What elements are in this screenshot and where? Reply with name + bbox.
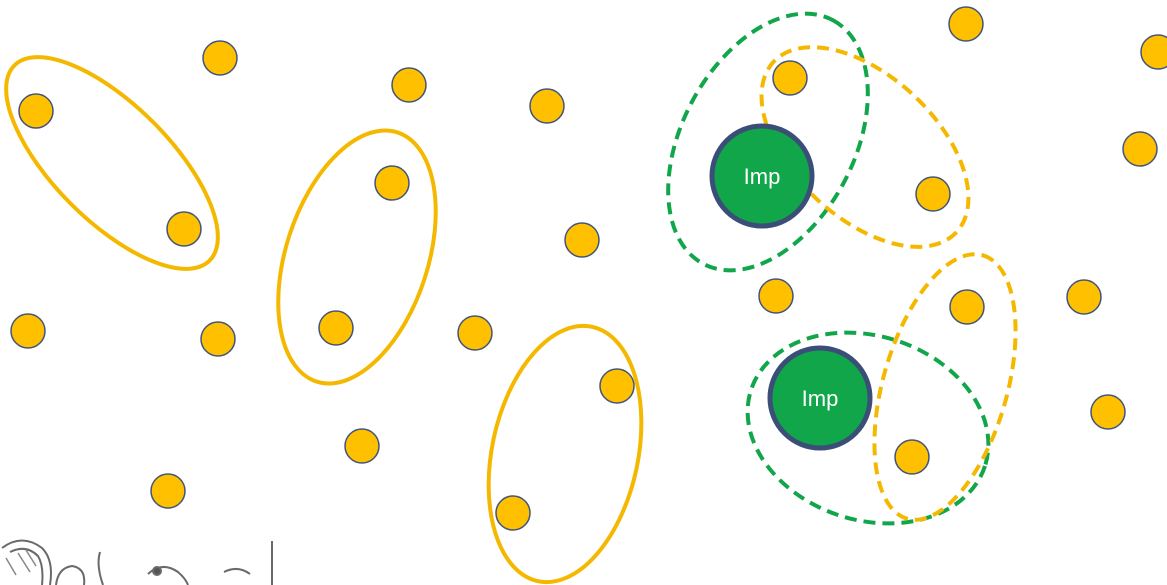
particle (529, 88, 565, 124)
particle (599, 368, 635, 404)
particle (1090, 394, 1126, 430)
particle (202, 40, 238, 76)
solid-pair-ellipse (486, 323, 644, 585)
particle (10, 313, 46, 349)
impurity-halo (745, 330, 991, 526)
impurity-group: Imp Imp (709, 123, 873, 451)
solid-pair-group (4, 55, 644, 585)
particle (1140, 34, 1167, 70)
impurity-node: Imp (709, 123, 815, 229)
particle (772, 60, 808, 96)
solid-pair-ellipse (4, 55, 220, 271)
solid-pair-ellipse (276, 128, 438, 386)
sketch-fragment-image (1, 539, 273, 585)
particle (391, 67, 427, 103)
particle (1066, 279, 1102, 315)
particle (318, 310, 354, 346)
particle (948, 6, 984, 42)
particle (150, 473, 186, 509)
particle-group (10, 6, 1167, 531)
particle (495, 495, 531, 531)
particle (344, 428, 380, 464)
impurity-halo (666, 11, 870, 273)
impurity-circle (767, 345, 873, 451)
impurity-node: Imp (767, 345, 873, 451)
particle (1122, 131, 1158, 167)
particle (200, 321, 236, 357)
particle (374, 165, 410, 201)
particle (758, 278, 794, 314)
impurity-circle (709, 123, 815, 229)
particle (18, 93, 54, 129)
dashed-pair-ellipse (759, 45, 971, 249)
particle (166, 211, 202, 247)
impurity-label: Imp (802, 386, 839, 411)
particle (915, 176, 951, 212)
particle (949, 289, 985, 325)
impurity-label: Imp (744, 164, 781, 189)
impurity-halo-group (666, 11, 991, 526)
particle (894, 439, 930, 475)
particle (564, 222, 600, 258)
particle (457, 315, 493, 351)
dashed-pair-ellipse (872, 252, 1018, 522)
dashed-pair-group (759, 45, 1018, 522)
